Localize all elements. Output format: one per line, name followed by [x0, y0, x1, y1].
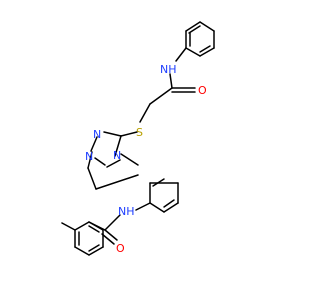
bond-nh-amide: [104, 214, 121, 231]
bond-phenyl-nh-bottom: [135, 202, 151, 211]
atom-n-left: N: [93, 128, 101, 141]
atom-nh-top: NH: [160, 63, 177, 76]
atom-nh-bottom: NH: [118, 205, 135, 218]
atom-labels: NH O S N N N NH O: [85, 63, 207, 255]
bottom-toluene-ring: [74, 221, 104, 256]
bond-amide-o-2: [101, 233, 115, 245]
atom-o-bottom: O: [116, 242, 125, 255]
molecule-structure: NH O S N N N NH O: [61, 21, 215, 256]
triazole-ring: [87, 131, 122, 169]
atom-o-top: O: [198, 84, 207, 97]
bond-carbonyl-ch2: [149, 87, 173, 105]
bonds: [61, 21, 215, 256]
bond-amide-o-1: [104, 229, 118, 241]
bond-s-triazole: [120, 131, 138, 137]
bond-phenyl-nh: [175, 47, 187, 62]
bond-ring-methyl: [61, 222, 76, 231]
atom-n-ring-right: N: [113, 149, 121, 162]
middle-phenyl-ring: [95, 174, 179, 213]
bond-nh-carbonyl: [169, 73, 173, 89]
atom-s: S: [136, 126, 143, 139]
bond-triazole-phenyl: [87, 167, 97, 190]
atom-n-ring-left: N: [85, 150, 93, 163]
bond-ch2-s: [139, 103, 151, 123]
top-phenyl-ring: [185, 21, 215, 57]
bond-n-methyl: [120, 153, 139, 166]
